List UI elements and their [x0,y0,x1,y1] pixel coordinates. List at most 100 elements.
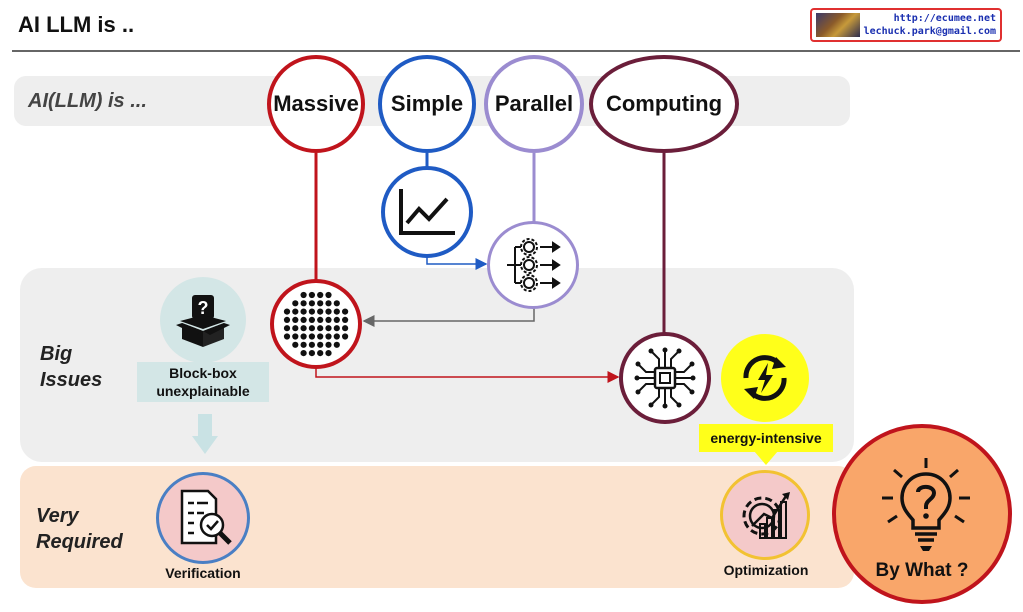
energy-node [721,334,809,422]
blackbox-node: ? [160,277,246,363]
gears-to-matrix-arrow [362,306,535,327]
matrix-dot [325,291,332,299]
matrix-dot [308,333,315,340]
matrix-dot [333,333,340,340]
chart-to-gears-arrow [426,256,488,270]
matrix-dot [300,350,307,357]
matrix-dot [342,325,349,332]
matrix-dot [325,308,332,315]
row-issues-label: Big Issues [40,341,102,393]
svg-text:?: ? [198,298,209,318]
matrix-dot [292,316,299,323]
credit-box: http://ecumee.net lechuck.park@gmail.com [810,8,1002,42]
matrix-dot [300,316,307,323]
matrix-dot [308,316,315,323]
property-simple: Simple [378,55,476,153]
matrix-dot [325,350,332,357]
matrix-dot [333,308,340,315]
optimization-label: Optimization [723,562,809,578]
matrix-dot [333,300,340,307]
matrix-dot [317,300,324,307]
matrix-dot [292,341,299,348]
energy-tag: energy-intensive [699,424,833,452]
matrix-dot [308,308,315,315]
matrix-dot [308,325,315,332]
matrix-dot [300,291,307,299]
verification-node [156,472,250,564]
simple-chart-node [381,166,473,258]
row-required-label-line1: Very [36,505,79,527]
matrix-dot [292,300,299,307]
blackbox-tag-line1: Block-box [169,365,237,381]
matrix-dot [283,316,291,323]
matrix-dot [333,341,340,348]
matrix-dot [317,308,324,315]
matrix-dot [342,333,349,340]
matrix-dot [308,300,315,307]
energy-tag-pointer [754,451,778,465]
energy-cycle-icon [743,355,787,401]
down-arrow-icon [192,414,218,454]
property-massive: Massive [267,55,365,153]
massive-matrix-node [270,279,362,369]
author-avatar [816,13,860,37]
matrix-dot [308,291,315,299]
matrix-dot [333,325,340,332]
parallel-gears-icon [507,238,561,292]
matrix-dot [325,325,332,332]
matrix-dot [317,291,324,299]
by-what-node: By What ? [832,424,1012,604]
matrix-dot [292,308,299,315]
blackbox-question-icon: ? [176,295,230,347]
verification-label: Verification [165,565,241,581]
header-divider [12,50,1020,52]
matrix-dot [300,341,307,348]
matrix-dot [300,308,307,315]
matrix-dot [317,350,324,357]
row-is-label: AI(LLM) is ... [28,90,147,112]
row-required-label: Very Required [36,503,123,555]
by-what-label: By What ? [875,560,969,581]
credit-url[interactable]: http://ecumee.net [893,13,996,24]
matrix-dot [342,308,349,315]
cpu-chip-icon [634,347,696,409]
matrix-dot [292,325,299,332]
matrix-dot [317,333,324,340]
lightbulb-question-icon [882,458,970,551]
property-parallel: Parallel [484,55,584,153]
line-chart-icon [399,189,455,235]
matrix-dot [317,316,324,323]
matrix-dot [292,333,299,340]
dot-matrix-icon [283,291,349,357]
matrix-dot [325,333,332,340]
row-required-label-line2: Required [36,531,123,553]
matrix-dot [317,341,324,348]
optimization-node [720,470,810,560]
matrix-dot [283,325,291,332]
row-issues-label-line1: Big [40,343,73,365]
matrix-dot [308,341,315,348]
matrix-dot [300,333,307,340]
matrix-dot [283,333,291,340]
row-issues-label-line2: Issues [40,369,103,391]
page-title: AI LLM is .. [18,12,135,37]
matrix-dot [333,316,340,323]
blackbox-tag: Block-box unexplainable [137,362,269,402]
matrix-dot [300,325,307,332]
matrix-dot [317,325,324,332]
blackbox-tag-line2: unexplainable [156,383,250,399]
matrix-dot [325,316,332,323]
matrix-dot [300,300,307,307]
matrix-dot [308,350,315,357]
credit-email[interactable]: lechuck.park@gmail.com [863,26,996,37]
parallel-gears-node [487,221,579,309]
matrix-dot [325,341,332,348]
computing-chip-node [619,332,711,424]
matrix-dot [325,300,332,307]
matrix-to-chip-arrow [315,366,620,383]
property-computing: Computing [589,55,739,153]
gear-growth-icon [742,492,790,539]
matrix-dot [342,316,349,323]
document-check-icon [180,489,232,545]
